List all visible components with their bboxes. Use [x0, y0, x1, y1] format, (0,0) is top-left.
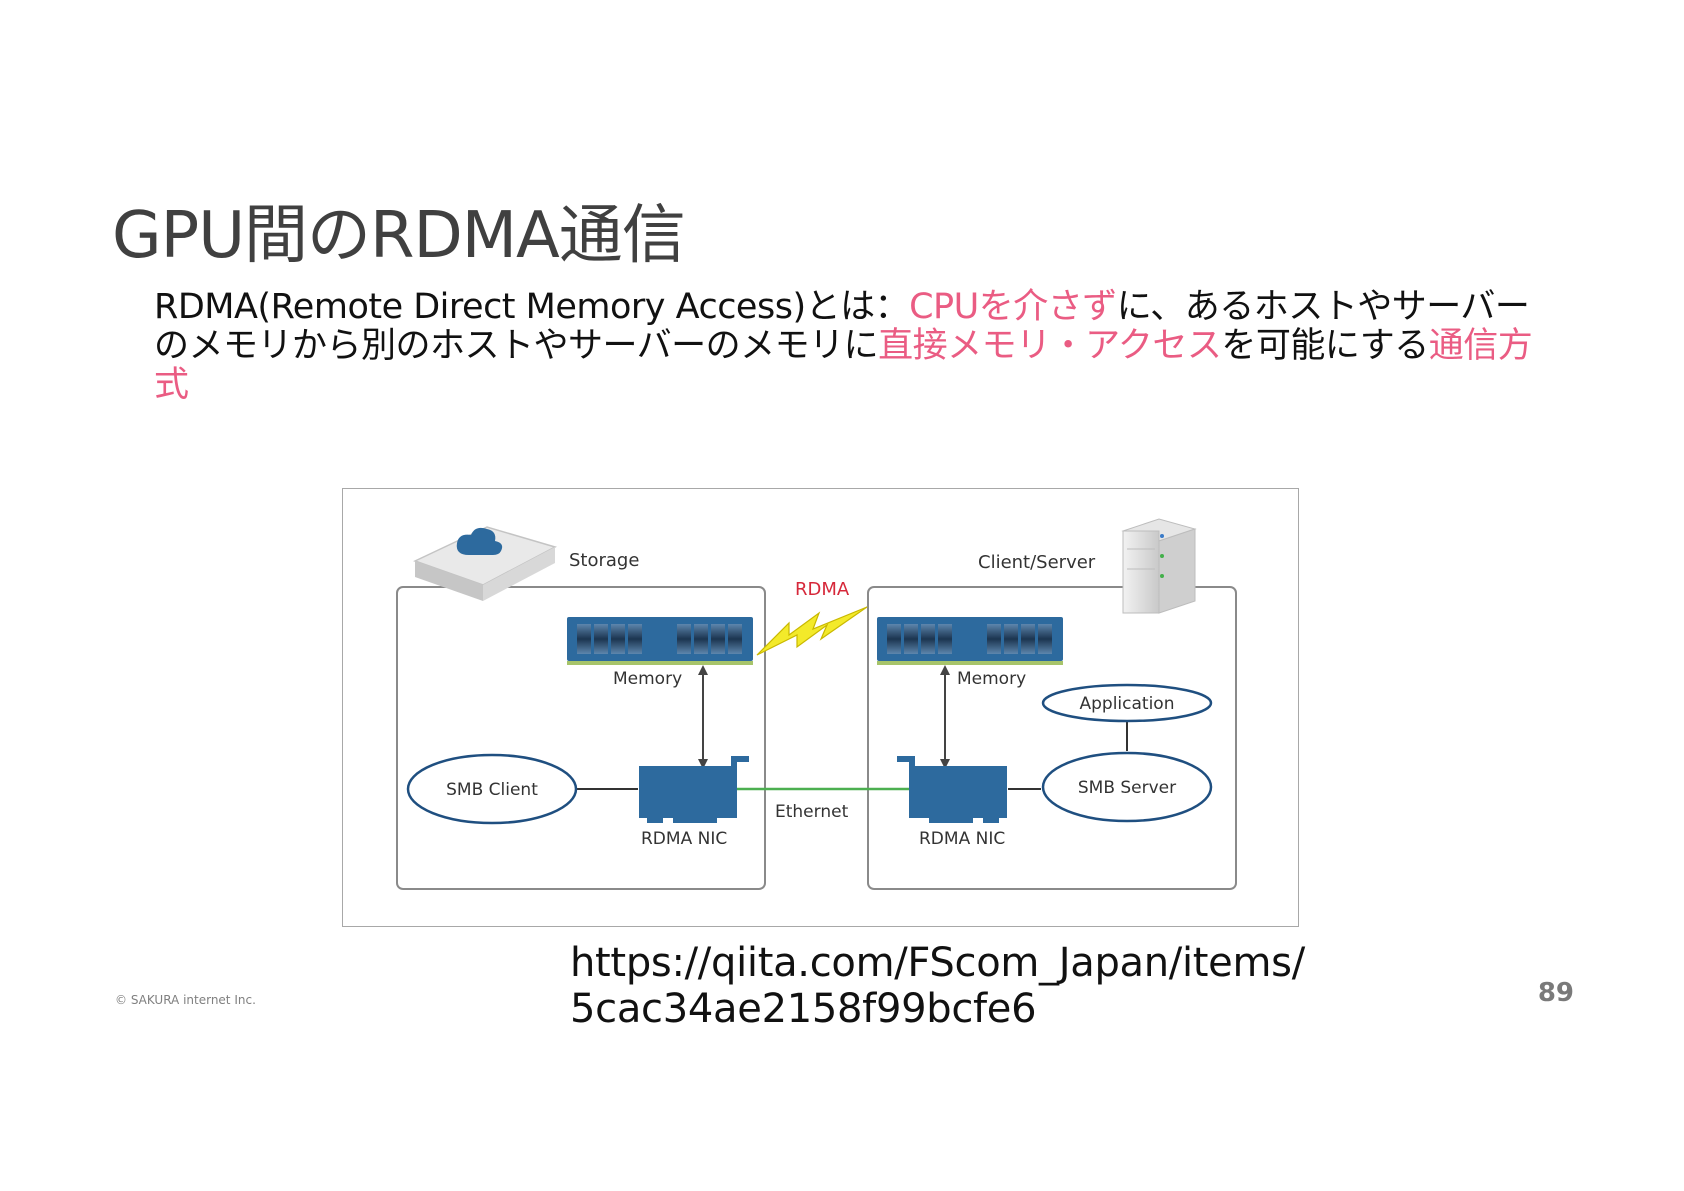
description-highlight-cpu: CPUを介さず [909, 287, 1117, 327]
rdma-label: RDMA [795, 579, 850, 600]
client-server-label: Client/Server [978, 552, 1096, 573]
description-segment: RDMA(Remote Direct Memory Access)とは： [154, 287, 910, 327]
memory-module-icon [567, 617, 753, 665]
smb-client-ellipse [406, 753, 578, 825]
rdma-architecture-diagram: Storage Client/Server RDMA [342, 488, 1299, 927]
memory-module-icon [877, 617, 1063, 665]
source-url-line-2[interactable]: 5cac34ae2158f99bcfe6 [570, 986, 1037, 1032]
copyright-notice: © SAKURA internet Inc. [115, 993, 256, 1007]
memory-right-label: Memory [957, 669, 1026, 689]
description-segment: に、あるホストやサーバーのメモリから別のホストやサーバーのメモリに [154, 287, 1530, 366]
server-tower-icon [1121, 518, 1197, 614]
client-server-group-box [867, 586, 1237, 890]
slide-title: GPU間のRDMA通信 [112, 199, 686, 273]
storage-group-box [396, 586, 766, 890]
smb-server-ellipse [1041, 751, 1213, 823]
page-number: 89 [1537, 978, 1574, 1008]
memory-left-label: Memory [613, 669, 682, 689]
description-segment: を可能にする [1221, 326, 1429, 366]
application-ellipse [1041, 683, 1213, 723]
source-url-line-1[interactable]: https://qiita.com/FScom_Japan/items/ [570, 940, 1305, 986]
description-highlight-direct-access: 直接メモリ・アクセス [878, 326, 1222, 366]
lightning-icon [756, 606, 868, 656]
ethernet-label: Ethernet [775, 802, 849, 822]
nic-left-label: RDMA NIC [641, 829, 727, 849]
network-card-icon [897, 756, 1007, 823]
rdma-description: RDMA(Remote Direct Memory Access)とは：CPUを… [154, 288, 1554, 405]
storage-cloud-icon [413, 526, 557, 601]
storage-label: Storage [569, 550, 639, 571]
smb-client-label: SMB Client [446, 780, 538, 800]
diagram-canvas: Storage Client/Server RDMA [396, 518, 1237, 890]
memory-nic-arrow-right [940, 665, 950, 769]
memory-nic-arrow-left [698, 665, 708, 769]
network-card-icon [639, 756, 749, 823]
source-url[interactable]: https://qiita.com/FScom_Japan/items/ 5ca… [570, 940, 1305, 1032]
smb-server-label: SMB Server [1078, 778, 1176, 798]
nic-right-label: RDMA NIC [919, 829, 1005, 849]
application-label: Application [1080, 694, 1175, 714]
description-highlight-method: 通信方式 [154, 326, 1533, 405]
